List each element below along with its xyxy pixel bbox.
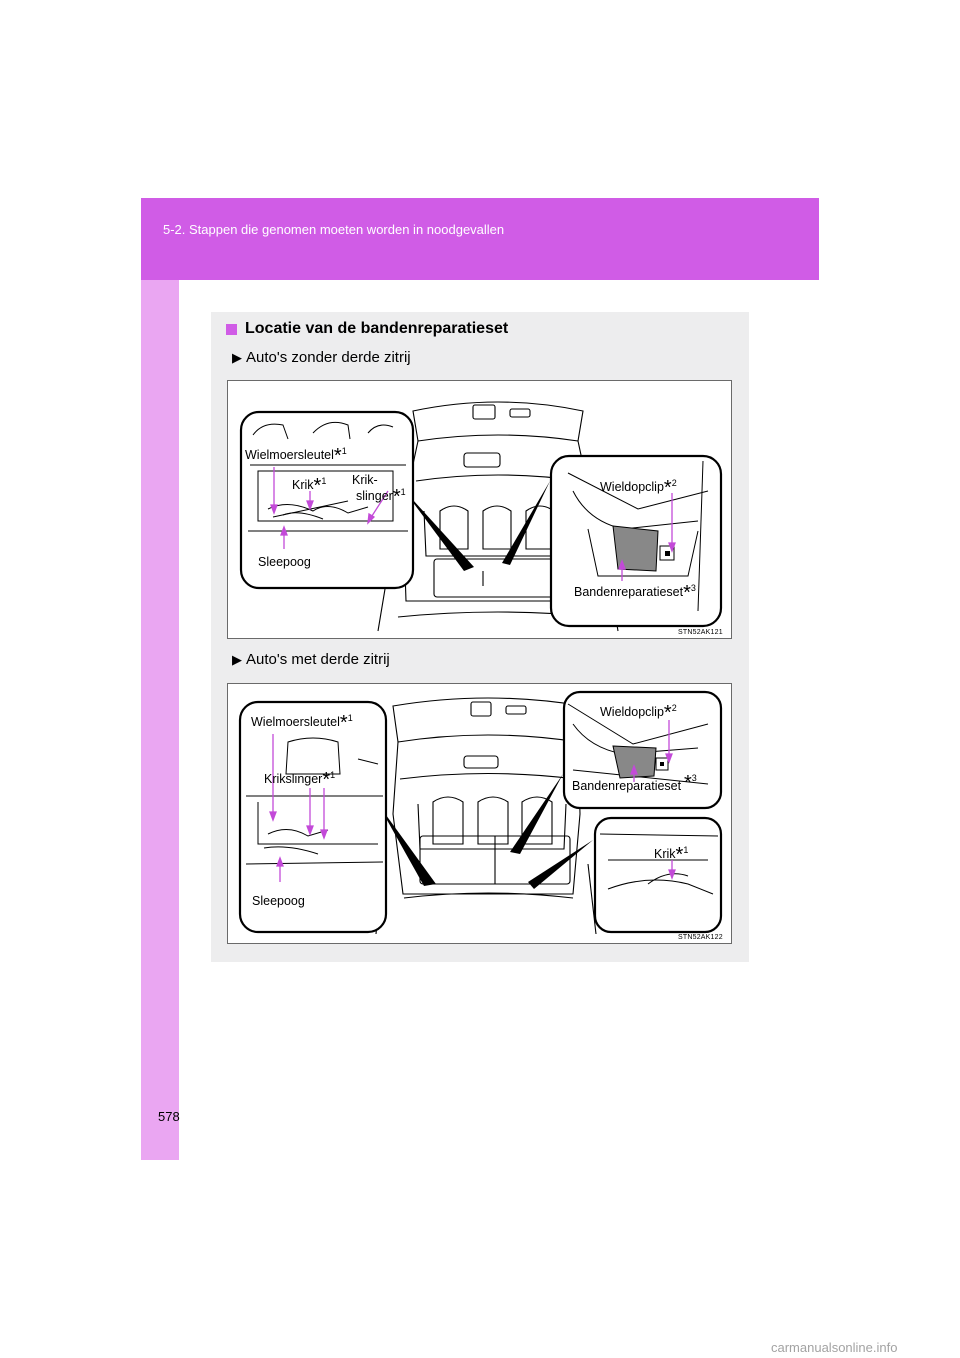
footnote-number: 1 bbox=[683, 845, 689, 855]
footnote-asterisk: * bbox=[322, 769, 331, 791]
footnote-asterisk: * bbox=[339, 712, 348, 734]
figure-without-third-row: Wielmoersleutel*1 Krik*1 Krik- slinger*1… bbox=[227, 380, 732, 639]
square-icon bbox=[226, 323, 237, 335]
label-wielmoersleutel: Wielmoersleutel*1 bbox=[251, 712, 353, 734]
triangle-right-icon: ▶ bbox=[232, 349, 242, 365]
chapter-breadcrumb: 5-2. Stappen die genomen moeten worden i… bbox=[163, 222, 505, 237]
footnote-asterisk: * bbox=[663, 477, 672, 499]
label-bandenreparatieset: Bandenreparatieset bbox=[572, 779, 682, 793]
figure-code: STN52AK122 bbox=[678, 934, 723, 941]
figure-code: STN52AK121 bbox=[678, 629, 723, 636]
variant-label-1: Auto's zonder derde zitrij bbox=[246, 349, 411, 366]
watermark: carmanualsonline.info bbox=[771, 1340, 898, 1355]
variant-label-2: Auto's met derde zitrij bbox=[246, 651, 390, 668]
footnote-number: 1 bbox=[321, 476, 327, 486]
label-krik-slinger-line2: slinger*1 bbox=[356, 486, 406, 508]
label-krik-slinger-line1: Krik- bbox=[352, 473, 378, 487]
footnote-number: 1 bbox=[330, 770, 336, 780]
footnote-number: 1 bbox=[347, 713, 353, 723]
variant-heading-2: ▶ Auto's met derde zitrij bbox=[232, 651, 390, 668]
page-number: 578 bbox=[158, 1109, 180, 1124]
side-strip bbox=[141, 198, 179, 1160]
label-wielmoersleutel: Wielmoersleutel*1 bbox=[245, 445, 347, 467]
footnote-asterisk: * bbox=[663, 702, 672, 724]
section-heading: Locatie van de bandenreparatieset bbox=[226, 320, 508, 338]
footnote-number: 1 bbox=[400, 487, 406, 497]
footnote-asterisk: * bbox=[392, 486, 401, 508]
section-title: Locatie van de bandenreparatieset bbox=[245, 320, 509, 337]
label-sleepoog: Sleepoog bbox=[252, 894, 305, 908]
figure-1-illustration bbox=[239, 401, 723, 632]
label-krikslinger: Krikslinger*1 bbox=[264, 769, 336, 791]
label-bandenreparatieset: Bandenreparatieset*3 bbox=[574, 582, 696, 604]
footnote-number: 3 bbox=[690, 583, 696, 593]
footnote-asterisk: * bbox=[675, 844, 684, 866]
footnote-asterisk: * bbox=[313, 475, 322, 497]
footnote-asterisk: * bbox=[684, 772, 692, 794]
footnote-number: 3 bbox=[691, 773, 697, 783]
figure-2-illustration bbox=[238, 690, 723, 935]
figure-with-third-row: Wielmoersleutel*1 Krikslinger*1 Sleepoog… bbox=[227, 683, 732, 944]
chapter-header-band bbox=[141, 198, 819, 280]
footnote-number: 2 bbox=[671, 478, 677, 488]
footnote-number: 2 bbox=[671, 703, 677, 713]
variant-heading-1: ▶ Auto's zonder derde zitrij bbox=[232, 349, 411, 366]
label-krik: Krik*1 bbox=[292, 475, 327, 497]
footnote-asterisk: * bbox=[683, 582, 691, 604]
footnote-mark-3: *3 bbox=[684, 773, 697, 793]
label-sleepoog: Sleepoog bbox=[258, 555, 311, 569]
label-wieldopclip: Wieldopclip*2 bbox=[600, 702, 677, 724]
footnote-number: 1 bbox=[341, 446, 347, 456]
footnote-asterisk: * bbox=[333, 445, 342, 467]
label-wieldopclip: Wieldopclip*2 bbox=[600, 477, 677, 499]
label-krik: Krik*1 bbox=[654, 844, 689, 866]
triangle-right-icon: ▶ bbox=[232, 651, 242, 667]
